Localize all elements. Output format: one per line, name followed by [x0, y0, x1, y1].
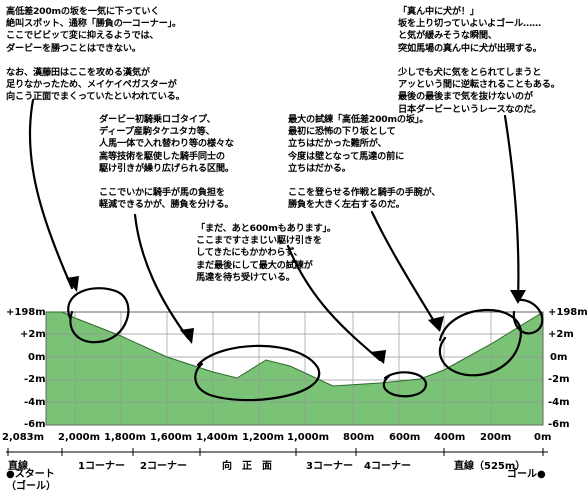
arrow-600m: [286, 244, 382, 362]
x-label-1200: 1,200m: [242, 432, 285, 443]
section-corner-1: 1コーナー: [78, 461, 125, 472]
circle-dog: [512, 298, 544, 335]
section-straight-home: 直線（525m）: [454, 461, 526, 472]
arrow-600m-head: [370, 350, 386, 364]
circle-backstretch: [194, 344, 321, 402]
arrow-dog: [503, 114, 520, 302]
circle-600m: [382, 371, 428, 398]
x-label-1400: 1,400m: [196, 432, 239, 443]
section-corner-3: 3コーナー: [306, 461, 353, 472]
start-label: ●スタート （ゴール）: [6, 469, 56, 492]
course-outline: [46, 311, 544, 387]
y-label-right-m6: -6m: [548, 419, 570, 430]
y-label-left-m2: -2m: [24, 374, 46, 385]
x-label-1800: 1,800m: [104, 432, 147, 443]
x-label-1000: 1,000m: [287, 432, 330, 443]
section-corner-2: 2コーナー: [140, 461, 187, 472]
y-label-right-m2: -2m: [548, 374, 570, 385]
x-label-2083: 2,083m: [2, 432, 45, 443]
y-label-right-198: +198m: [548, 307, 588, 318]
section-corner-4: 4コーナー: [364, 461, 411, 472]
section-straight-start: 直線: [8, 461, 28, 472]
arrow-first-corner: [28, 98, 74, 290]
y-label-right-0: 0m: [550, 352, 568, 363]
x-label-0: 0m: [534, 432, 552, 443]
plot-frame: [45, 311, 544, 426]
arrow-backstretch: [133, 213, 190, 340]
y-label-left-m4: -4m: [24, 397, 46, 408]
circle-final-slope: [438, 309, 522, 377]
arrow-first-corner-head: [66, 276, 79, 292]
arrow-backstretch-head: [180, 328, 194, 344]
goal-label: ゴール●: [507, 469, 546, 480]
note-backstretch: ダービー初騎乗ロゴタイプ、 ディープ産駒タケユタカ等、 人馬一体で入れ替わり等の…: [99, 114, 234, 211]
note-first-corner: 高低差200mの坂を一気に下っていく 絶叫スポット、通称「勝負の一コーナー」。 …: [6, 6, 185, 103]
x-label-800: 800m: [343, 432, 375, 443]
arrow-final-slope-head: [428, 316, 444, 332]
y-label-right-m4: -4m: [548, 397, 570, 408]
circle-first-corner: [67, 287, 130, 344]
y-label-left-198: +198m: [6, 307, 46, 318]
x-label-400: 400m: [434, 432, 466, 443]
y-label-left-2: +2m: [20, 329, 46, 340]
note-dog-goal: 「真ん中に犬が！」 坂を上り切っていよいよゴール…… と気が緩みそうな瞬間、 突…: [398, 6, 560, 115]
arrow-final-slope: [370, 210, 439, 328]
x-label-2000: 2,000m: [58, 432, 101, 443]
x-label-600: 600m: [389, 432, 421, 443]
arrow-dog-head: [510, 290, 526, 304]
x-label-200: 200m: [480, 432, 512, 443]
section-backstretch: 向 正 面: [222, 461, 272, 472]
y-label-right-2: +2m: [548, 329, 574, 340]
note-600m-left: 「まだ、あと600mもあります」。 ここまですさまじい駆け引きを してきたにもか…: [196, 223, 336, 283]
y-label-left-m6: -6m: [24, 419, 46, 430]
x-label-1600: 1,600m: [150, 432, 193, 443]
y-label-left-0: 0m: [28, 352, 46, 363]
note-final-slope: 最大の試練「高低差200mの坂」。 最初に恐怖の下り坂として 立ちはだかった難所…: [288, 114, 441, 211]
